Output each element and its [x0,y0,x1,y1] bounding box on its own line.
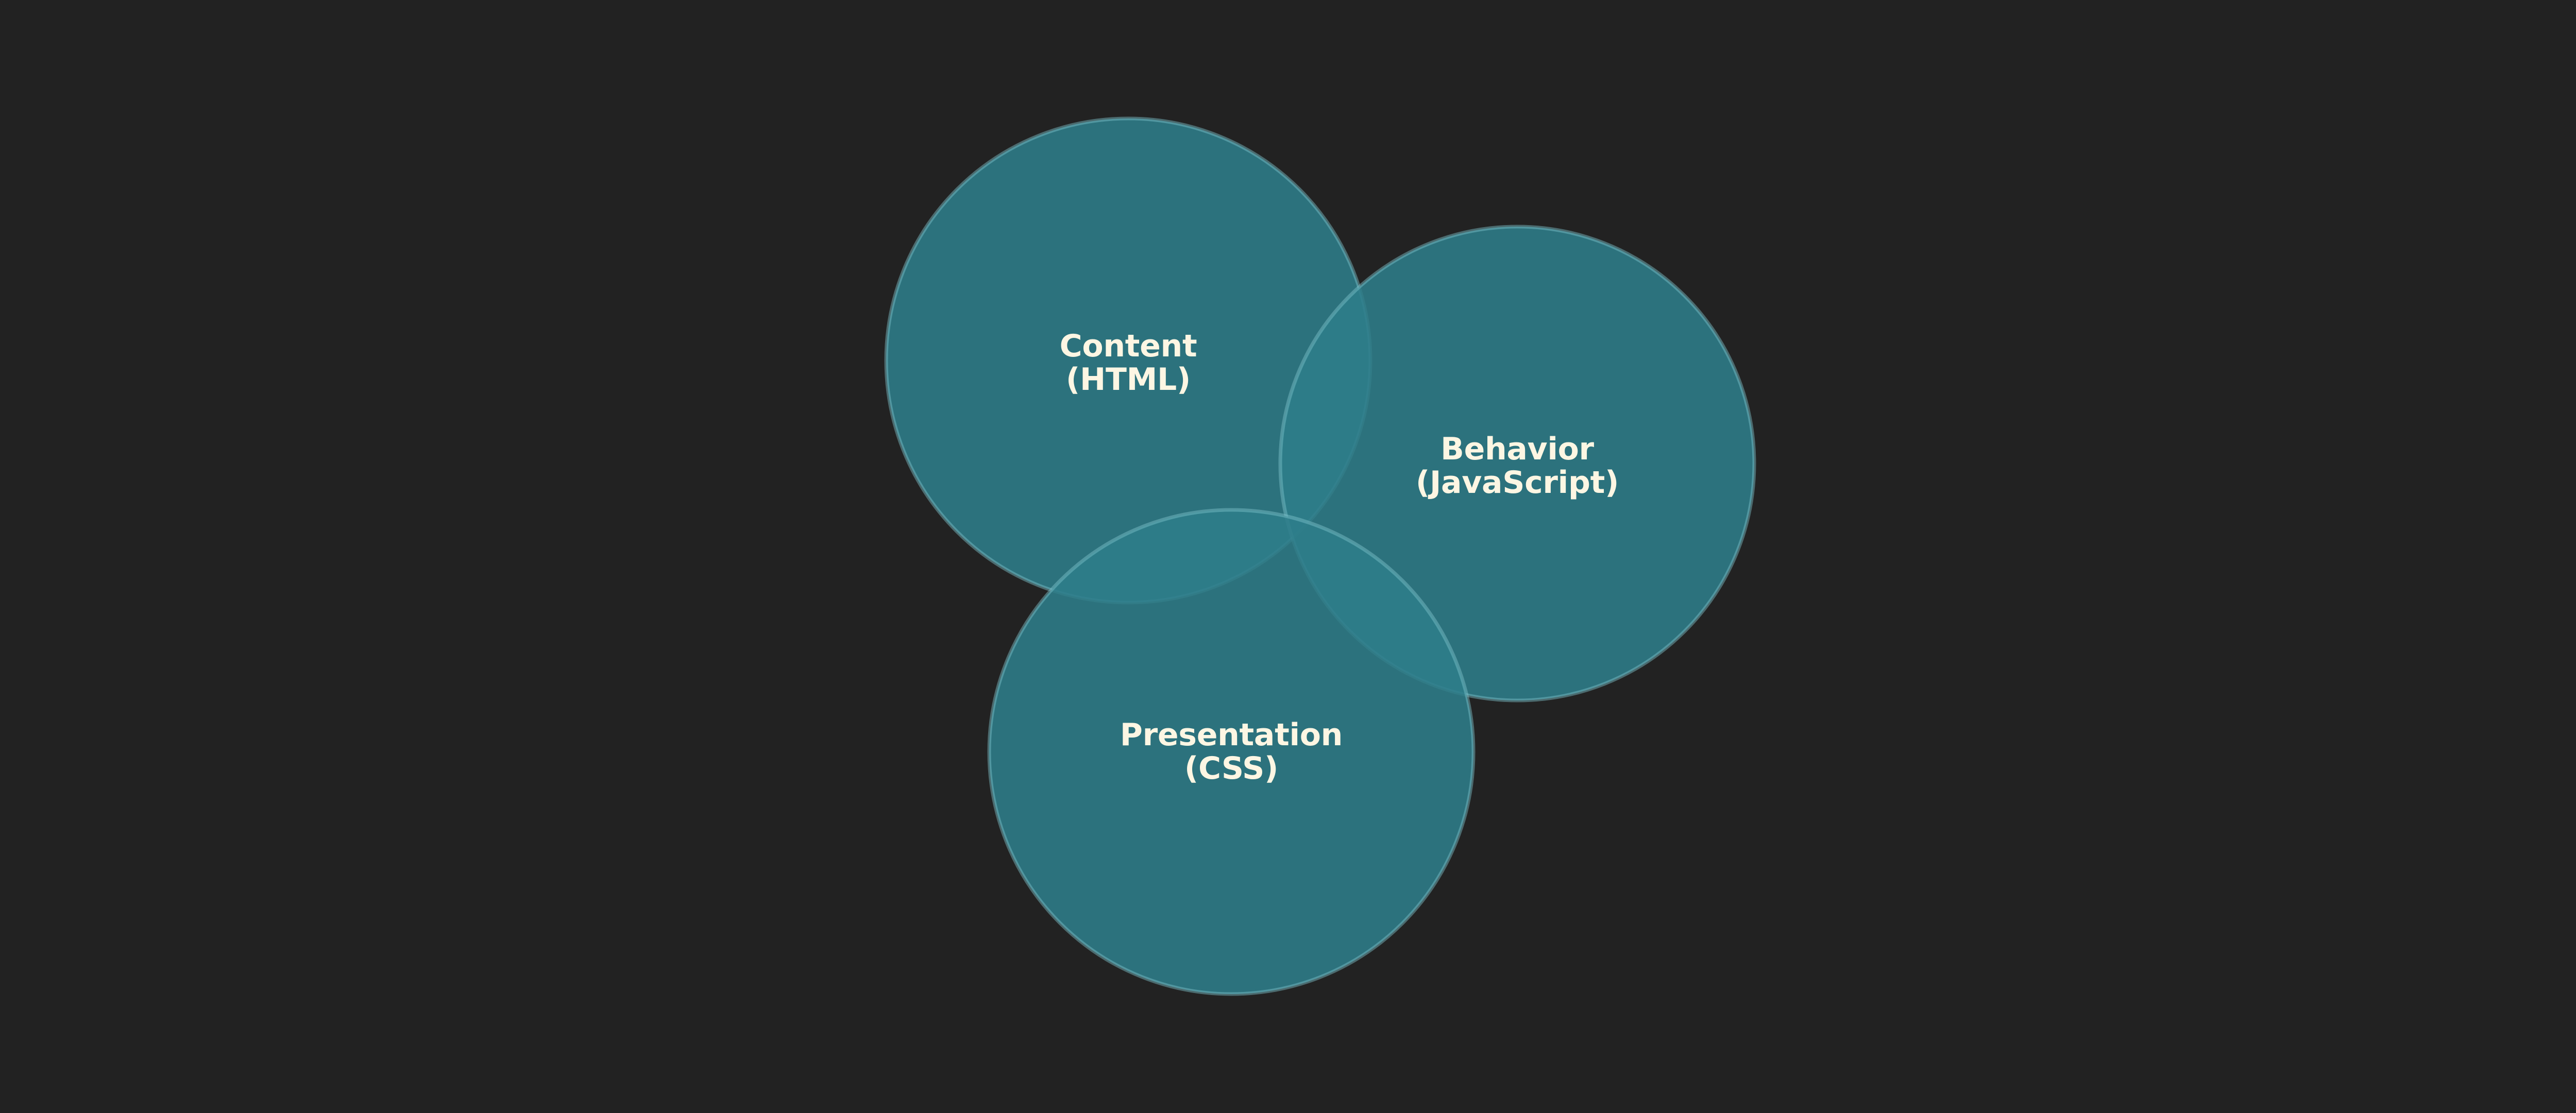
presentation-circle-shape[interactable] [987,508,1476,996]
venn-circle-group [884,116,1756,996]
